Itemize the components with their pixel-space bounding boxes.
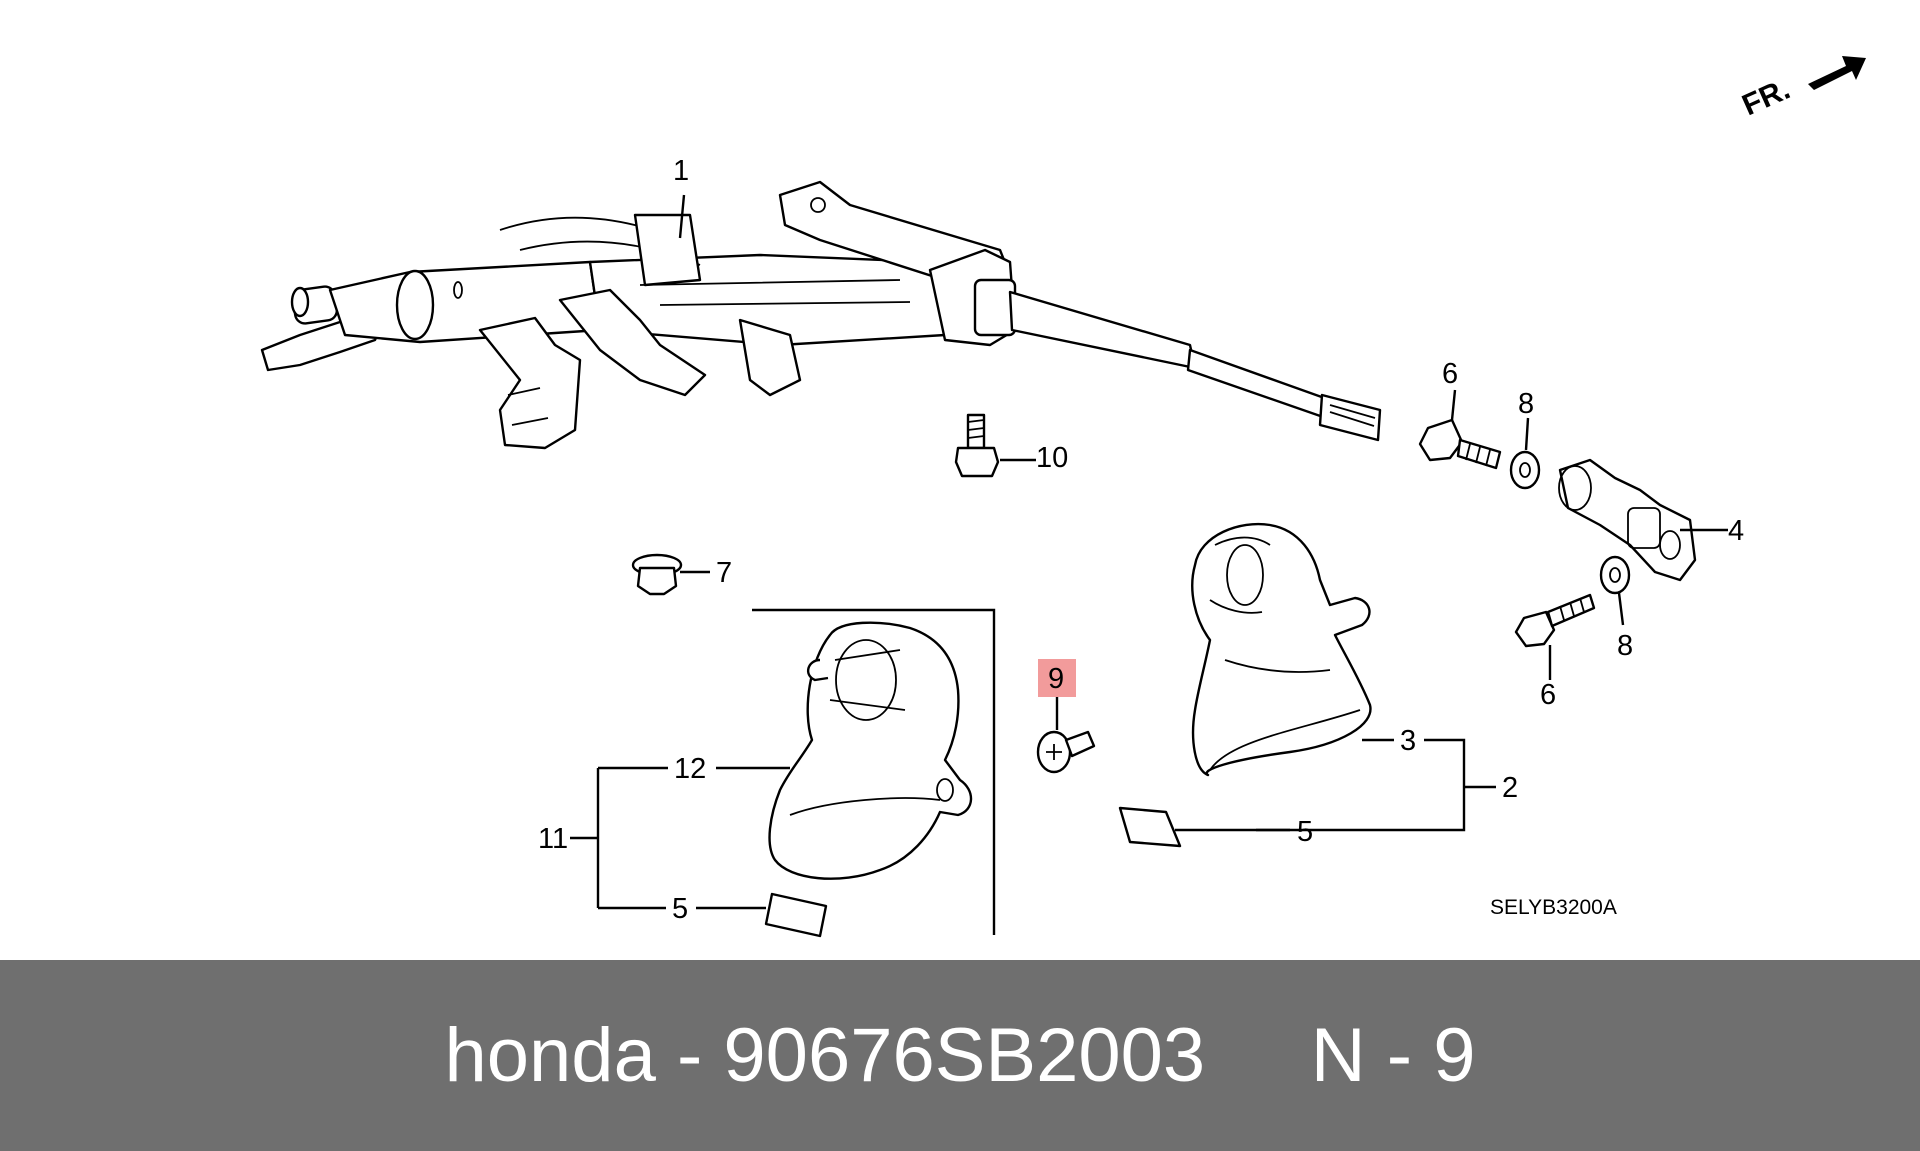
diagram-code: SELYB3200A [1490,896,1617,919]
callout-12: 12 [674,753,706,785]
callout-1: 1 [673,155,689,187]
nut-7-shape [631,553,683,596]
callout-6-lower: 6 [1540,679,1556,711]
callout-5-left: 5 [672,893,688,925]
bolt-10-shape [954,413,1000,478]
cover-12-shape [768,621,973,880]
bolt-6-upper-shape [1418,418,1502,470]
callout-7: 7 [716,557,732,589]
callout-8-upper: 8 [1518,388,1534,420]
steering-column-assembly [260,180,1382,450]
footer-separator: - [676,1013,703,1098]
exploded-parts-diagram: 1 6 8 10 4 7 8 6 3 2 5 12 11 5 9 SELYB32… [260,56,1866,938]
callout-3: 3 [1400,725,1416,757]
part-footer-bar: honda - 90676SB2003 N - 9 [0,960,1920,1151]
cover-3-shape [1191,522,1372,777]
callout-9: 9 [1048,663,1064,695]
footer-part-number: 90676SB2003 [723,1013,1206,1098]
frame-line [752,608,996,935]
callout-4: 4 [1728,515,1744,547]
washer-8-upper-shape [1509,450,1541,490]
callout-2: 2 [1502,772,1518,804]
footer-ref: N - 9 [1310,1013,1476,1098]
callout-5-right: 5 [1297,816,1313,848]
callout-10: 10 [1036,442,1068,474]
callout-8-lower: 8 [1617,630,1633,662]
leader-lines [570,194,1728,910]
footer-brand: honda [444,1013,656,1098]
screw-9-shape [1036,730,1096,774]
front-direction-indicator: FR. [1737,56,1866,122]
front-arrow-icon [1808,56,1866,90]
callout-11: 11 [538,823,568,855]
pad-5-left-shape [764,892,828,938]
callout-6-upper: 6 [1442,358,1458,390]
bolt-6-lower-shape [1514,593,1596,648]
joint-4-shape [1558,458,1697,582]
front-label: FR. [1737,73,1795,123]
callout-9-highlight [1038,659,1076,697]
pad-5-right-shape [1118,806,1182,848]
washer-8-lower-shape [1599,555,1631,595]
